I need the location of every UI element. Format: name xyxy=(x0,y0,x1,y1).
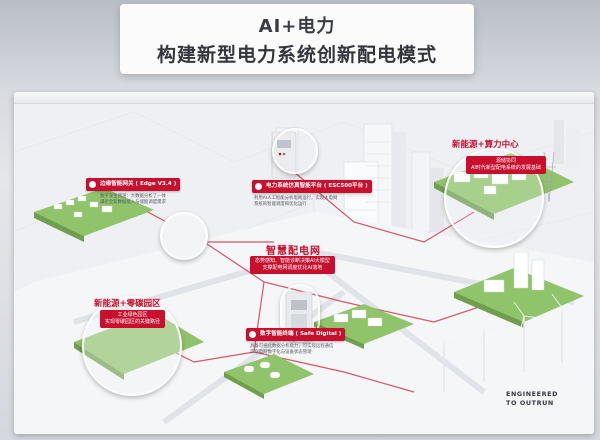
title-main: AI+电力 xyxy=(258,16,336,37)
tag-edge-gateway: 边缘智能网关 ( Edge V3.4 ) xyxy=(86,178,181,191)
brand-slogan-line2: TO OUTRUN xyxy=(506,399,554,407)
box-industrial-park-text: 工业绿色园区 实现零碳园区的关键路径 xyxy=(105,312,161,325)
wind-turbines xyxy=(433,293,579,392)
title-subtitle: 构建新型电力系统创新配电模式 xyxy=(156,44,437,66)
inset-switchgear xyxy=(280,284,320,342)
tag-digital-platform: 电力系统仿真智能平台 ( ESC500平台 ) xyxy=(252,180,372,193)
box-industrial-park: 工业绿色园区 实现零碳园区的关键路径 xyxy=(100,310,166,328)
inset-device-left xyxy=(160,212,208,260)
note-safe-digital: 具备可视化数据分析能力，可实现远程通信 实现电网数字化与设备状态管理 xyxy=(250,344,334,355)
brand-slogan: ENGINEERED TO OUTRUN xyxy=(506,390,558,408)
island-power-plant xyxy=(454,251,584,328)
title-panel: AI+电力 构建新型电力系统创新配电模式 xyxy=(120,4,474,74)
brand-slogan-line1: ENGINEERED xyxy=(506,390,559,398)
region-label-smart-grid: 智慧配电网 xyxy=(266,246,321,257)
box-compute-center-text: 源储协同 AI时代新型配电系统的发展基础 xyxy=(471,158,541,171)
note-digital-platform: 利用AI人工智能分析电网运行，实现大电网 系统的智能调度和优化运行 xyxy=(254,196,338,207)
diagram-board: 新能源+算力中心 新能源+零碳园区 智慧配电网 源储协同 AI时代新型配电系统的… xyxy=(14,92,594,434)
tag-safe-digital: 数字智能终端 ( Safe Digital ) xyxy=(246,328,346,341)
note-edge-gateway: 数字孪生预测：大数据分析了一体 满足全新数据接入与储能调度需求 xyxy=(100,194,166,205)
island-topleft xyxy=(34,188,154,242)
region-label-compute: 新能源+算力中心 xyxy=(452,140,519,150)
scene-illustration xyxy=(14,111,594,434)
box-smart-grid-text: 态势感知、智能诊断决策AI大模型 支撑配电网调度优化AI落地 xyxy=(255,258,330,271)
inset-zero-carbon xyxy=(82,296,182,396)
box-smart-grid: 态势感知、智能诊断决策AI大模型 支撑配电网调度优化AI落地 xyxy=(250,256,335,274)
island-bottom-center xyxy=(224,354,314,399)
inset-cabinet-top xyxy=(272,128,318,174)
board-top-edge xyxy=(14,92,594,104)
box-compute-center: 源储协同 AI时代新型配电系统的发展基础 xyxy=(466,156,546,174)
region-label-zero-carbon: 新能源+零碳园区 xyxy=(94,299,161,309)
